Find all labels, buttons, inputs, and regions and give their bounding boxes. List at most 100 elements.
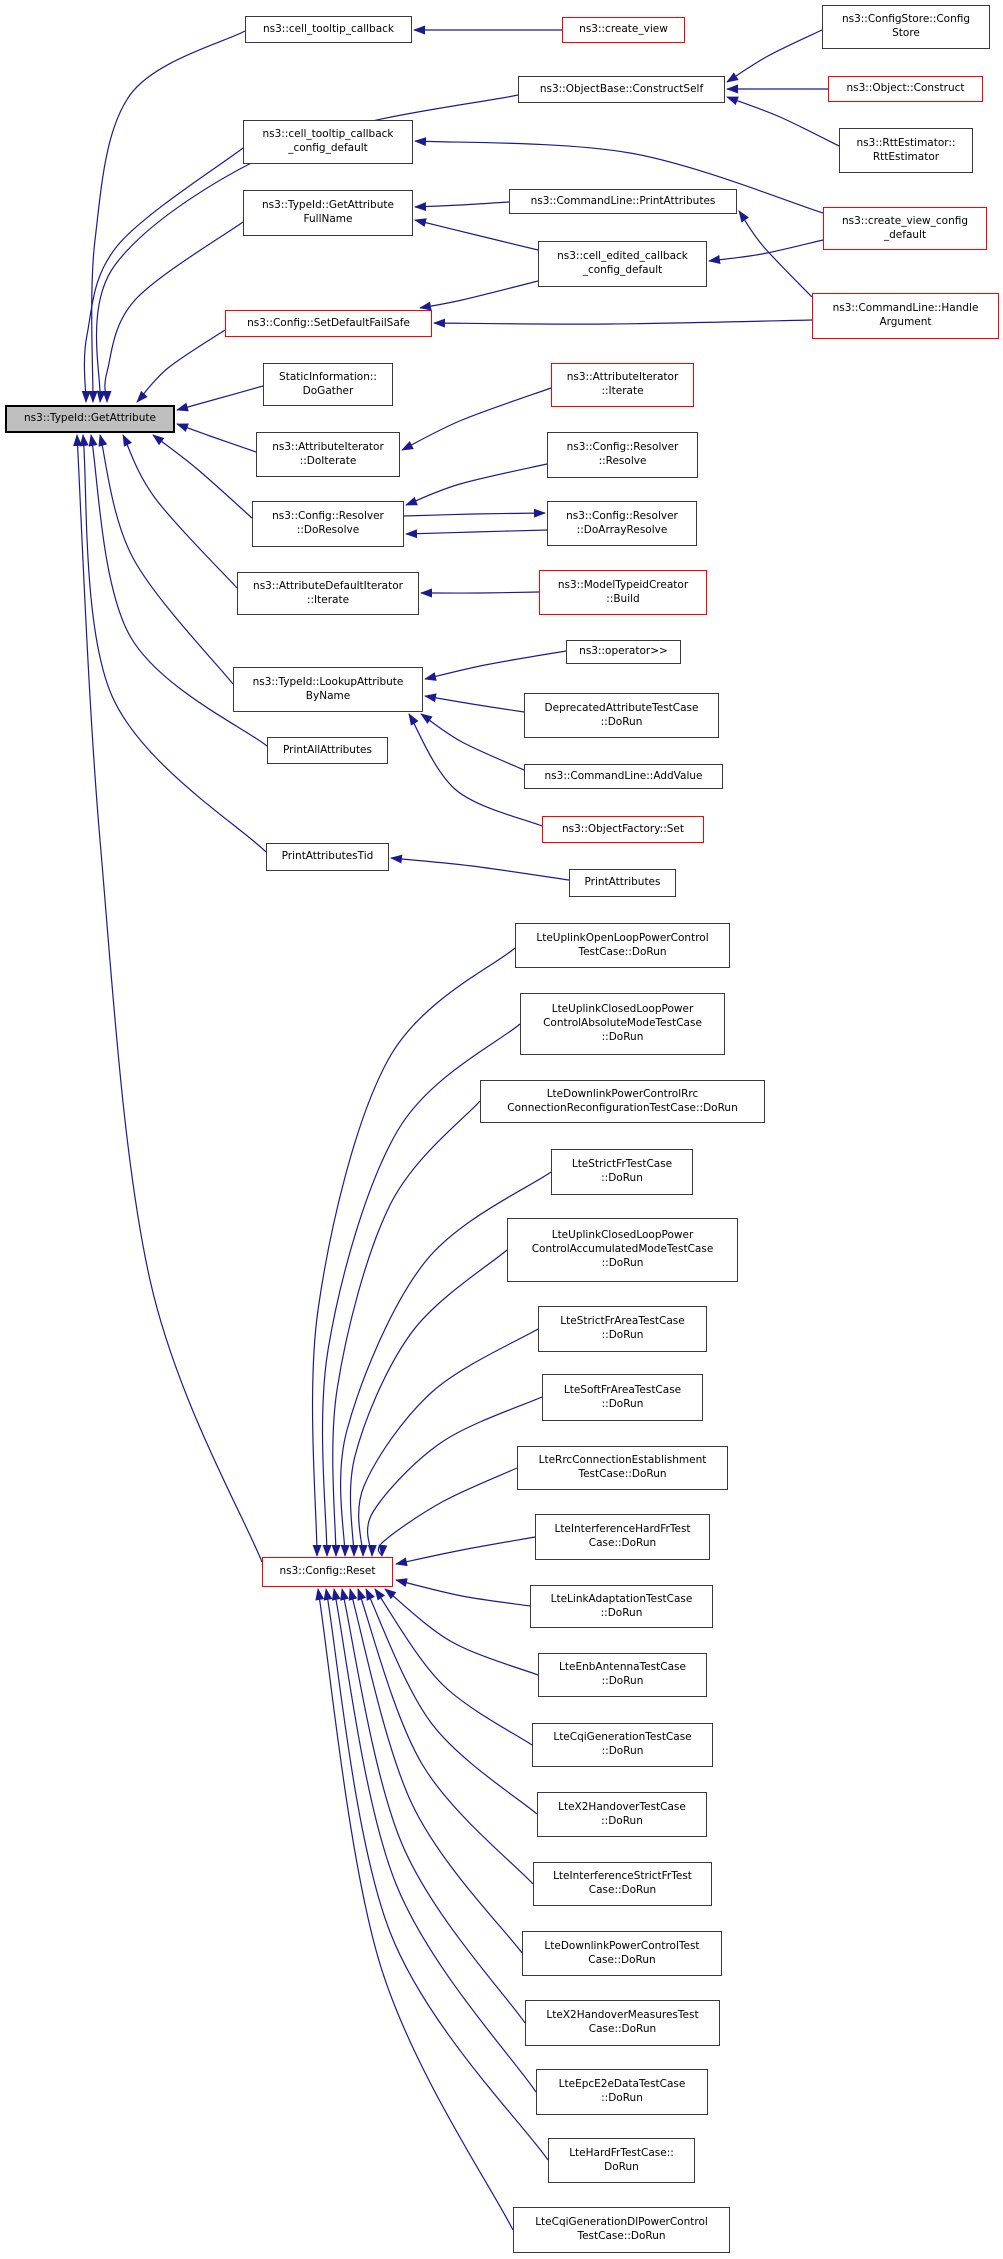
node-label-line: ::DoRun <box>601 1256 644 1269</box>
node-config_reset[interactable]: ns3::Config::Reset <box>262 1557 393 1587</box>
edge-lte_interference_strict_fr-to-config_reset <box>357 1588 534 1885</box>
edge-resolver_do_resolve-to-resolver_do_array_resolve <box>403 508 546 518</box>
node-label-line: ::DoRun <box>601 1745 644 1757</box>
node-print_attributes[interactable]: PrintAttributes <box>569 869 676 897</box>
node-lte_epc_e2e_data[interactable]: LteEpcE2eDataTestCase::DoRun <box>536 2069 708 2115</box>
node-label-line: FullName <box>303 213 353 225</box>
node-print_attributes_tid[interactable]: PrintAttributesTid <box>266 843 389 871</box>
node-object_factory_set[interactable]: ns3::ObjectFactory::Set <box>542 816 704 843</box>
node-lte_link_adaptation[interactable]: LteLinkAdaptationTestCase::DoRun <box>530 1585 713 1628</box>
node-cmdline_add_value[interactable]: ns3::CommandLine::AddValue <box>524 764 723 789</box>
edge-cmdline_handle_argument-to-set_default_fail_safe <box>433 318 813 328</box>
node-cell_tooltip_callback[interactable]: ns3::cell_tooltip_callback <box>245 16 412 43</box>
node-label-line: Argument <box>879 316 932 328</box>
node-label-line: ns3::RttEstimator:: <box>856 136 956 149</box>
node-create_view_config_default[interactable]: ns3::create_view_config_default <box>823 207 987 250</box>
edge-operator_stream-to-lookup_attribute_by_name <box>424 650 567 681</box>
node-lte_x2_handover[interactable]: LteX2HandoverTestCase::DoRun <box>537 1792 707 1837</box>
node-label-line: DoRun <box>604 2160 639 2173</box>
node-lte_cqi_generation[interactable]: LteCqiGenerationTestCase::DoRun <box>532 1723 713 1767</box>
node-label-line: ::DoRun <box>600 715 643 728</box>
node-label-line: ::Resolve <box>598 455 647 467</box>
node-label-line: Case::DoRun <box>588 1953 656 1966</box>
node-label-line: LteCqiGenerationDlPowerControl <box>535 2216 708 2229</box>
node-lte_hard_fr[interactable]: LteHardFrTestCase::DoRun <box>548 2138 695 2183</box>
node-rtt_estimator[interactable]: ns3::RttEstimator::RttEstimator <box>839 128 973 173</box>
node-lte_enb_antenna[interactable]: LteEnbAntennaTestCase::DoRun <box>538 1653 707 1697</box>
node-attribute_default_iterator_iterate[interactable]: ns3::AttributeDefaultIterator::Iterate <box>237 572 419 615</box>
edge-cell_tooltip_callback_config_default-to-get_attribute <box>81 147 244 403</box>
node-resolver_do_resolve[interactable]: ns3::Config::Resolver::DoResolve <box>252 501 404 547</box>
node-construct_self[interactable]: ns3::ObjectBase::ConstructSelf <box>518 76 725 103</box>
node-static_information_do_gather[interactable]: StaticInformation::DoGather <box>263 363 393 406</box>
edge-cmdline_print_attributes-to-get_attribute_full_name <box>414 201 510 212</box>
node-label-line: ns3::ConfigStore::Config <box>841 13 971 26</box>
node-model_typeid_creator_build[interactable]: ns3::ModelTypeidCreator::Build <box>539 570 707 615</box>
node-label-line: ::DoResolve <box>296 524 360 536</box>
node-lte_strict_fr_area[interactable]: LteStrictFrAreaTestCase::DoRun <box>538 1306 707 1352</box>
node-print_all_attributes[interactable]: PrintAllAttributes <box>267 737 388 764</box>
node-label-line: LteSoftFrAreaTestCase <box>563 1383 682 1396</box>
edge-cell_tooltip_callback-to-get_attribute <box>88 30 246 403</box>
node-attribute_iterator_do_iterate[interactable]: ns3::AttributeIterator::DoIterate <box>256 432 400 477</box>
node-label-line: ::DoRun <box>601 1675 644 1687</box>
edge-lte_uplink_closed_absolute-to-config_reset <box>321 1023 521 1557</box>
node-label-line: ns3::create_view <box>579 23 668 36</box>
edge-static_information_do_gather-to-get_attribute <box>176 385 264 412</box>
node-resolver_do_array_resolve[interactable]: ns3::Config::Resolver::DoArrayResolve <box>547 501 697 546</box>
node-label-line: ::DoRun <box>601 1172 643 1184</box>
edge-lte_x2_handover-to-config_reset <box>365 1588 538 1815</box>
node-operator_stream[interactable]: ns3::operator>> <box>566 640 681 664</box>
node-label-line: ns3::ObjectBase::ConstructSelf <box>539 82 704 95</box>
node-object_construct[interactable]: ns3::Object::Construct <box>828 76 983 102</box>
node-attribute_iterator_iterate[interactable]: ns3::AttributeIterator::Iterate <box>551 363 694 407</box>
node-label-line: LteHardFrTestCase:: <box>569 2146 674 2159</box>
edge-lte_uplink_open_loop-to-config_reset <box>311 947 516 1557</box>
node-lte_strict_fr[interactable]: LteStrictFrTestCase::DoRun <box>551 1149 693 1195</box>
node-label-line: ns3::Config::Resolver <box>566 509 678 522</box>
node-label-line: ns3::create_view_config <box>841 214 969 227</box>
node-label-line: ns3::Config::Reset <box>279 1565 376 1578</box>
edge-config_reset-to-get_attribute <box>73 434 263 1563</box>
node-set_default_fail_safe[interactable]: ns3::Config::SetDefaultFailSafe <box>225 310 432 337</box>
node-label-line: ns3::Config::Resolver <box>566 441 679 454</box>
edge-lte_link_adaptation-to-config_reset <box>395 1578 531 1607</box>
edge-lte_epc_e2e_data-to-config_reset <box>331 1588 537 2093</box>
node-resolver_resolve[interactable]: ns3::Config::Resolver::Resolve <box>547 432 698 478</box>
node-label-line: Case::DoRun <box>588 2023 657 2035</box>
node-cell_edited_callback_config_default[interactable]: ns3::cell_edited_callback_config_default <box>538 241 707 287</box>
edge-print_attributes-to-print_attributes_tid <box>390 854 570 881</box>
edge-resolver_do_array_resolve-to-resolver_do_resolve <box>405 529 548 539</box>
node-lte_soft_fr_area[interactable]: LteSoftFrAreaTestCase::DoRun <box>542 1374 703 1421</box>
node-create_view[interactable]: ns3::create_view <box>562 17 685 43</box>
node-cell_tooltip_callback_config_default[interactable]: ns3::cell_tooltip_callback_config_defaul… <box>243 120 413 164</box>
node-label-line: ns3::AttributeIterator <box>566 371 679 384</box>
node-label-line: TestCase::DoRun <box>577 2230 666 2242</box>
node-cmdline_print_attributes[interactable]: ns3::CommandLine::PrintAttributes <box>509 189 737 214</box>
node-label-line: _default <box>883 228 927 241</box>
node-label-line: ns3::cell_tooltip_callback <box>262 22 395 35</box>
node-label-line: LteLinkAdaptationTestCase <box>550 1592 693 1605</box>
node-label-line: LteCqiGenerationTestCase <box>553 1731 692 1744</box>
node-label-line: ns3::CommandLine::Handle <box>832 302 979 315</box>
node-label-line: LteUplinkOpenLoopPowerControl <box>536 931 709 944</box>
node-label-line: ::DoRun <box>601 2092 643 2104</box>
node-deprecated_attribute_test_case[interactable]: DeprecatedAttributeTestCase::DoRun <box>524 693 719 738</box>
node-label-line: ::DoRun <box>601 1814 643 1827</box>
edge-cmdline_handle_argument-to-cmdline_print_attributes <box>738 210 813 298</box>
edge-cell_edited_callback_config_default-to-set_default_fail_safe <box>419 280 539 311</box>
